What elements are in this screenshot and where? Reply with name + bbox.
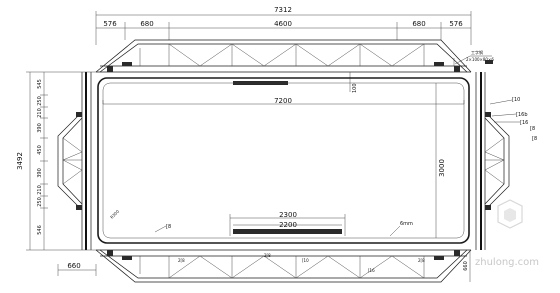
- left-chain-7: 210: [37, 185, 43, 195]
- left-offset-text: 660: [67, 262, 80, 270]
- label-member-8b: [8: [530, 126, 535, 132]
- top-seg-5: 576: [449, 20, 463, 28]
- label-member-8c: [8: [532, 136, 537, 142]
- left-chain-1: 545: [37, 79, 43, 89]
- watermark-logo: [497, 199, 523, 229]
- label-member-16b: [16b: [516, 112, 528, 118]
- left-dimension-total: 3492: [16, 71, 96, 251]
- label-channel-16: [16: [368, 268, 375, 273]
- overall-width-text: 7312: [274, 6, 292, 14]
- top-seg-2: 680: [140, 20, 153, 28]
- label-corner-radius: R300: [109, 208, 120, 219]
- label-member-8: [8: [166, 224, 171, 230]
- left-chain-4: 390: [37, 123, 43, 133]
- watermark-text: zhulong.com: [475, 257, 539, 268]
- top-truss: 100: [95, 39, 472, 93]
- top-seg-4: 680: [412, 20, 425, 28]
- right-side-truss: [484, 111, 510, 211]
- right-top-note-text2: 2×100×80×6: [466, 57, 494, 62]
- label-member-16: [16: [520, 120, 528, 126]
- left-column: [81, 72, 92, 250]
- bottom-interior-bar: 2300 2200: [229, 211, 346, 236]
- left-chain-6: 390: [37, 168, 43, 178]
- left-chain-2: 250: [37, 96, 43, 106]
- bottom-bar-inner-text: 2200: [279, 221, 297, 229]
- left-dimension-chain: 545 250 210 390 450 390 210 250 546: [37, 72, 48, 250]
- top-dimension-chain: 576 680 4600 680 576: [96, 20, 471, 40]
- label-channel-10b: [10: [302, 258, 309, 263]
- inner-height-text: 3000: [438, 159, 446, 177]
- bottom-bar-top-text: 2300: [279, 211, 297, 219]
- top-mid-right-dim: 100: [352, 83, 358, 93]
- top-seg-3: 4600: [274, 20, 292, 28]
- label-angle-3: 2[8: [264, 253, 271, 258]
- right-top-note: 工字钢 2×100×80×6: [454, 49, 494, 65]
- inner-width-text: 7200: [274, 97, 292, 105]
- height-total-text: 3492: [16, 152, 24, 170]
- left-chain-9: 546: [37, 225, 43, 235]
- right-column: [475, 72, 486, 250]
- bottom-truss: [95, 249, 472, 283]
- bottom-right-offset: 660: [463, 250, 471, 282]
- label-member-10: [10: [512, 97, 520, 103]
- bottom-left-offset: 660: [57, 262, 97, 276]
- left-chain-5: 450: [37, 145, 43, 155]
- inner-chamber: 7200 3000: [97, 77, 470, 244]
- left-chain-3: 210: [37, 108, 43, 118]
- label-angle-4: 2[8: [418, 258, 425, 263]
- label-plate-6mm: 6mm: [400, 221, 413, 227]
- right-offset-text: 660: [463, 261, 469, 271]
- left-chain-8: 250: [37, 197, 43, 207]
- label-angle-2: 2[8: [178, 258, 185, 263]
- top-seg-1: 576: [103, 20, 117, 28]
- callouts: [10 [16b [16 [8 [8 [8 R300 6mm 2[8 2[8 […: [109, 97, 537, 273]
- right-top-note-text: 工字钢: [471, 49, 483, 55]
- left-side-truss: [57, 111, 83, 211]
